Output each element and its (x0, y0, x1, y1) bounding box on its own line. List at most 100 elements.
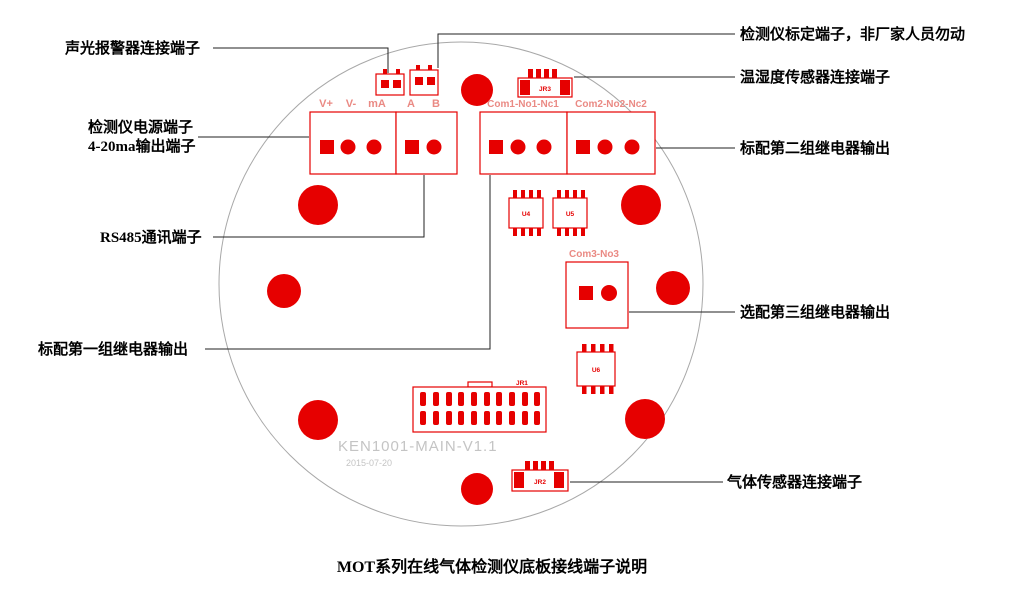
pin (533, 461, 538, 470)
board-caps (267, 74, 690, 505)
label-v-plus: V+ (319, 98, 333, 110)
pin (600, 386, 605, 394)
cap-circle (621, 185, 661, 225)
cap-circle (625, 399, 665, 439)
pin (609, 344, 614, 352)
chip-u5: U5 (552, 190, 588, 236)
terminal-square (405, 140, 419, 154)
pin (581, 228, 585, 236)
callout-rs485: RS485通讯端子 (100, 228, 202, 246)
terminal-round (624, 139, 640, 155)
pin (537, 228, 541, 236)
label-relay2: Com2-No2-Nc2 (575, 99, 647, 110)
leader-calibration (437, 33, 735, 68)
pin (521, 190, 525, 198)
main-header-connector: JR1 (412, 380, 547, 433)
label-b: B (432, 98, 440, 110)
connector-notch (467, 381, 493, 388)
cap-circle (656, 271, 690, 305)
pin (609, 386, 614, 394)
terminal-round (597, 139, 613, 155)
terminal-round (366, 139, 382, 155)
alarm-connector (375, 69, 405, 96)
chip-u4: U4 (508, 190, 544, 236)
leader-rs485 (213, 175, 425, 238)
ref-u6: U6 (592, 367, 601, 374)
pin (513, 190, 517, 198)
cap-circle (298, 400, 338, 440)
callout-alarm: 声光报警器连接端子 (64, 39, 200, 57)
pin-row-top (420, 392, 540, 406)
terminal-box (565, 261, 629, 329)
ref-jr2: JR2 (534, 479, 546, 486)
callout-relay1: 标配第一组继电器输出 (37, 340, 188, 358)
ref-u5: U5 (566, 211, 575, 218)
pin-row-bottom (420, 411, 540, 425)
terminal-square (576, 140, 590, 154)
pin (541, 461, 546, 470)
connector-tab (520, 80, 530, 95)
power-terminal-block (309, 111, 458, 175)
pin (600, 344, 605, 352)
label-relay1: Com1-No1-Nc1 (487, 99, 559, 110)
ref-jr3: JR3 (539, 86, 551, 93)
chip-u6: U6 (576, 344, 616, 394)
connector-tab (560, 80, 570, 95)
terminal-square (489, 140, 503, 154)
terminal-round (601, 285, 617, 301)
connector-body (375, 73, 405, 96)
pin (573, 228, 577, 236)
connector-tab (554, 472, 564, 488)
pin (536, 69, 541, 78)
callout-calibration: 检测仪标定端子，非厂家人员勿动 (740, 25, 965, 43)
pcb-components: JR3 (267, 65, 690, 505)
pin (591, 344, 596, 352)
pin (428, 65, 432, 70)
chip-body (552, 197, 588, 229)
pin (573, 190, 577, 198)
pin (529, 190, 533, 198)
pin (552, 69, 557, 78)
label-v-minus: V- (346, 98, 357, 110)
pin (513, 228, 517, 236)
chip-body (576, 351, 616, 387)
leader-relay1 (205, 175, 491, 350)
pin (581, 190, 585, 198)
page-title: MOT系列在线气体检测仪底板接线端子说明 (337, 557, 647, 576)
pin (582, 344, 587, 352)
ref-jr1: JR1 (516, 380, 528, 387)
leader-lines (198, 33, 735, 483)
callout-relay2: 标配第二组继电器输出 (739, 139, 890, 157)
callout-power-line2: 4-20ma输出端子 (88, 137, 196, 155)
pin (383, 69, 387, 74)
pin-pad (381, 80, 389, 88)
label-relay3: Com3-No3 (569, 249, 619, 260)
calibration-connector (409, 65, 439, 96)
label-ma: mA (368, 98, 386, 110)
pin (528, 69, 533, 78)
board-date-silkscreen: 2015-07-20 (346, 458, 392, 468)
callout-relay3: 选配第三组继电器输出 (740, 303, 890, 321)
terminal-square (579, 286, 593, 300)
cap-circle (461, 473, 493, 505)
gas-sensor-connector: JR2 (511, 461, 569, 492)
board-model-silkscreen: KEN1001-MAIN-V1.1 (338, 438, 498, 455)
cap-circle (298, 185, 338, 225)
pin (537, 190, 541, 198)
terminal-round (426, 139, 442, 155)
temp-humidity-connector: JR3 (517, 69, 573, 98)
callout-labels: 声光报警器连接端子 检测仪电源端子 4-20ma输出端子 RS485通讯端子 标… (37, 25, 965, 491)
terminal-pin-labels: V+ V- mA A B Com1-No1-Nc1 Com2-No2-Nc2 C… (319, 98, 647, 260)
cap-circle (461, 74, 493, 106)
pin (416, 65, 420, 70)
cap-circle (267, 274, 301, 308)
pin (525, 461, 530, 470)
pin (591, 386, 596, 394)
connector-tab (514, 472, 524, 488)
pin (549, 461, 554, 470)
relay3-terminal-box (565, 261, 629, 329)
callout-temp-humidity: 温湿度传感器连接端子 (740, 68, 890, 86)
relay-terminal-block (479, 111, 656, 175)
leader-alarm (213, 47, 389, 73)
